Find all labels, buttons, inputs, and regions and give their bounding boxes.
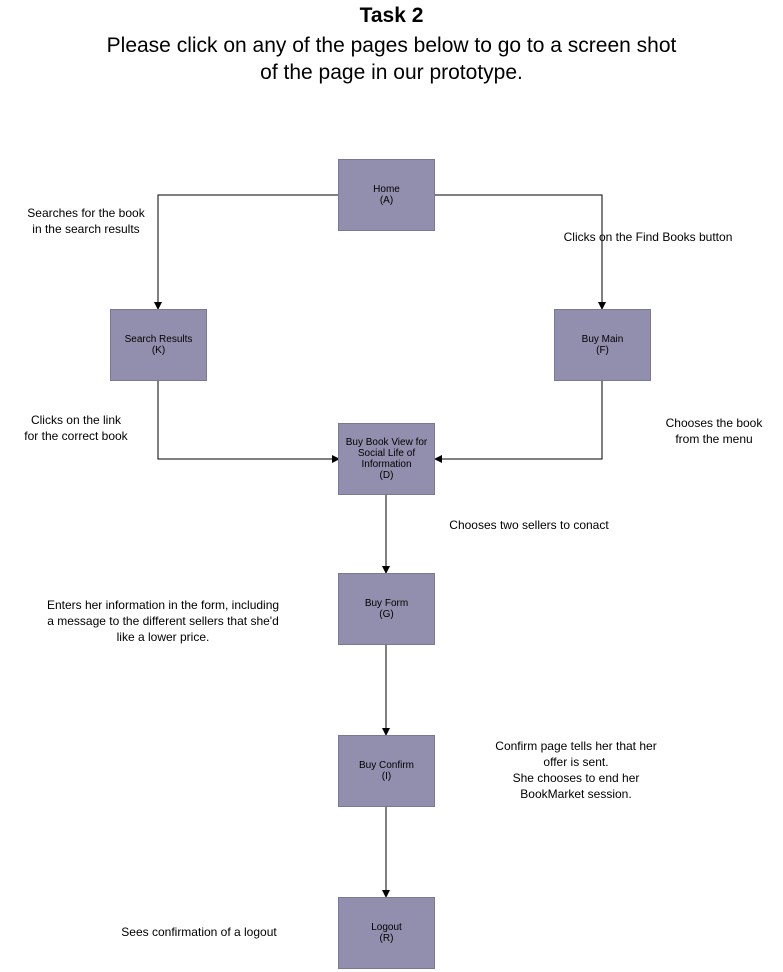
annotation-line: She chooses to end her [512, 771, 640, 785]
edge-home-to-buy-main [435, 194, 606, 310]
annotation-line: Confirm page tells her that her [495, 739, 657, 753]
edge-search-results-to-buy-book-view [157, 381, 340, 463]
search-results-node[interactable]: Search Results (K) [110, 309, 207, 381]
node-code: (I) [381, 771, 392, 782]
annotation-line: Chooses the book [665, 416, 763, 430]
node-code: (A) [379, 195, 394, 206]
buy-main-node[interactable]: Buy Main (F) [554, 309, 651, 381]
instructions-line: of the page in our prototype. [260, 61, 523, 84]
home-node[interactable]: Home (A) [338, 159, 435, 231]
node-label: Search Results [124, 334, 193, 345]
annotation-line: in the search results [32, 222, 140, 236]
annotation-clicks-link: Clicks on the link for the correct book [6, 412, 146, 444]
node-label: Social Life of [357, 448, 416, 459]
instructions-line: Please click on any of the pages below t… [106, 34, 677, 57]
annotation-line: Clicks on the Find Books button [563, 230, 733, 244]
node-code: (D) [379, 470, 394, 481]
annotation-sees-logout: Sees confirmation of a logout [104, 924, 294, 940]
node-label: Buy Form [364, 598, 409, 609]
annotation-line: from the menu [675, 432, 753, 446]
node-label: Information [361, 459, 412, 470]
annotation-chooses-book: Chooses the book from the menu [655, 415, 773, 447]
page-instructions: Please click on any of the pages below t… [0, 32, 783, 86]
annotation-find-books: Clicks on the Find Books button [548, 229, 748, 245]
annotation-two-sellers: Chooses two sellers to conact [434, 517, 624, 533]
annotation-line: for the correct book [24, 429, 128, 443]
node-code: (F) [596, 345, 609, 356]
node-label: Buy Confirm [358, 760, 414, 771]
node-label: Home [373, 184, 400, 195]
page-title: Task 2 [359, 4, 424, 27]
annotation-line: like a lower price. [116, 630, 210, 644]
annotation-line: Clicks on the link [30, 413, 122, 427]
node-label: Buy Book View for [345, 437, 428, 448]
buy-book-view-node[interactable]: Buy Book View for Social Life of Informa… [338, 423, 435, 495]
logout-node[interactable]: Logout (R) [338, 897, 435, 969]
annotation-line: Enters her information in the form, incl… [46, 598, 280, 612]
node-code: (G) [379, 609, 394, 620]
buy-form-node[interactable]: Buy Form (G) [338, 573, 435, 645]
annotation-line: Searches for the book [27, 206, 145, 220]
node-label: Logout [371, 922, 402, 933]
edge-buy-main-to-buy-book-view [434, 381, 603, 463]
node-code: (R) [379, 933, 394, 944]
annotation-enters-info: Enters her information in the form, incl… [18, 597, 308, 645]
annotation-line: a message to the different sellers that … [47, 614, 279, 628]
node-label: Buy Main [581, 334, 624, 345]
buy-confirm-node[interactable]: Buy Confirm (I) [338, 735, 435, 807]
edge-home-to-search-results [154, 194, 339, 310]
node-code: (K) [151, 345, 166, 356]
annotation-line: Sees confirmation of a logout [121, 925, 277, 939]
annotation-searches: Searches for the book in the search resu… [6, 205, 166, 237]
annotation-confirm-page: Confirm page tells her that her offer is… [476, 738, 676, 802]
annotation-line: Chooses two sellers to conact [449, 518, 609, 532]
annotation-line: BookMarket session. [520, 787, 632, 801]
annotation-line: offer is sent. [543, 755, 609, 769]
